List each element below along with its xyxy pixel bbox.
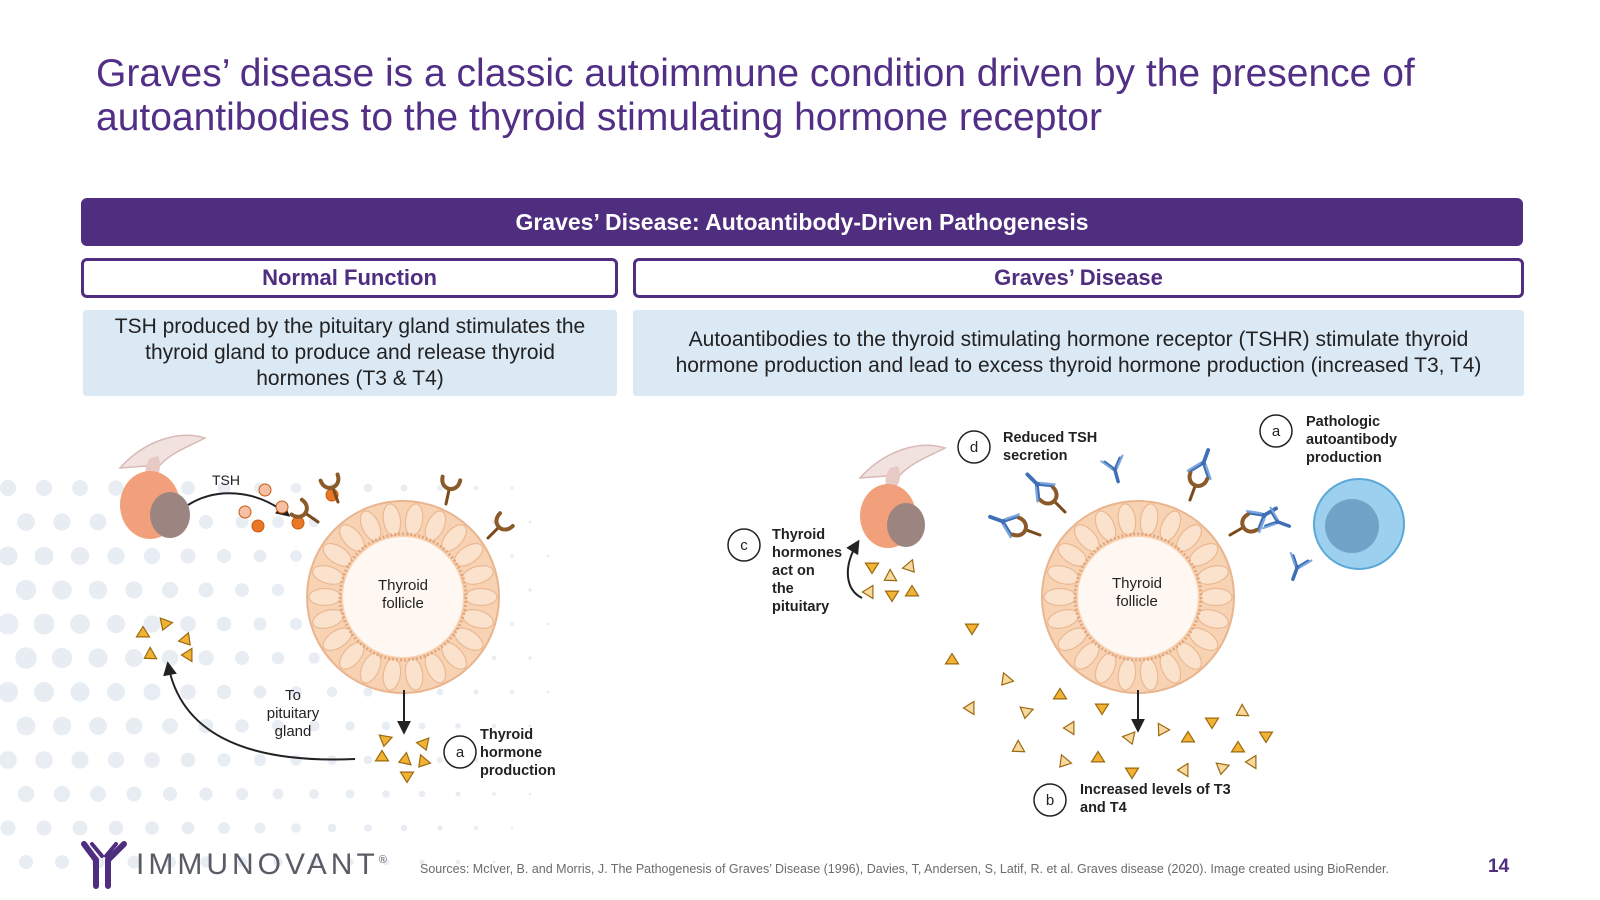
marker-d-text: d (970, 439, 978, 456)
tsh-to-follicle-arrow (187, 492, 291, 517)
normal-function-header: Normal Function (81, 258, 618, 298)
marker-b (1033, 783, 1067, 817)
to-pituitary-arrow (163, 661, 356, 761)
excess-thyroid-hormones (861, 558, 1274, 780)
graves-pituitary-gland (858, 444, 947, 548)
act-on-pituitary-label-4: the (772, 581, 794, 597)
tsh-receptors (289, 472, 515, 540)
normal-pituitary-gland (118, 434, 207, 539)
marker-c-text: c (740, 537, 748, 554)
sources-footnote: Sources: McIver, B. and Morris, J. The P… (420, 862, 1389, 876)
hormone-production-label-1: Thyroid (480, 727, 533, 743)
tshr-with-autoantibodies (988, 448, 1278, 539)
marker-a-normal-text: a (456, 744, 465, 761)
marker-b-text: b (1046, 792, 1054, 809)
page-number: 14 (1488, 856, 1510, 877)
tsh-label: TSH (212, 472, 240, 488)
logo-wordmark: IMMUNOVANT® (136, 848, 387, 881)
thyroid-follicle-normal (306, 500, 500, 694)
pathologic-label-2: autoantibody (1306, 432, 1397, 448)
increased-levels-label-1: Increased levels of T3 (1080, 782, 1231, 798)
marker-c (727, 528, 761, 562)
pathologic-label-3: production (1306, 450, 1382, 466)
reduced-tsh-label-1: Reduced TSH (1003, 430, 1097, 446)
to-pituitary-label-3: gland (275, 723, 312, 740)
free-autoantibodies (1100, 454, 1313, 582)
hormone-production-label-2: hormone (480, 745, 542, 761)
graves-follicle-label-line2: follicle (1116, 593, 1158, 610)
act-on-pituitary-label-3: act on (772, 563, 815, 579)
marker-a-graves (1259, 414, 1293, 448)
marker-a-graves-text: a (1272, 423, 1281, 440)
reduced-tsh-label-2: secretion (1003, 448, 1067, 464)
immunovant-logo-icon (81, 841, 127, 889)
marker-d (957, 430, 991, 464)
hormones-to-pituitary-arrow (846, 539, 863, 599)
marker-a-normal (443, 735, 477, 769)
act-on-pituitary-label-1: Thyroid (772, 527, 825, 543)
pathogenesis-diagram: TSH Thyroid follicle To pituitary gland … (118, 414, 1405, 817)
act-on-pituitary-label-5: pituitary (772, 599, 829, 615)
graves-disease-header: Graves’ Disease (633, 258, 1524, 298)
thyroid-follicle-graves (1041, 500, 1235, 694)
b-cell (1313, 478, 1405, 570)
graves-follicle-label-line1: Thyroid (1112, 575, 1162, 592)
graves-disease-description: Autoantibodies to the thyroid stimulatin… (633, 310, 1524, 396)
to-pituitary-label-2: pituitary (267, 705, 320, 722)
tsh-molecules (238, 483, 339, 533)
act-on-pituitary-label-2: hormones (772, 545, 842, 561)
normal-function-description: TSH produced by the pituitary gland stim… (83, 310, 617, 396)
slide-title: Graves’ disease is a classic autoimmune … (96, 52, 1415, 139)
thyroid-hormone-molecules (135, 617, 432, 784)
increased-levels-label-2: and T4 (1080, 800, 1127, 816)
follicle-label-line1: Thyroid (378, 577, 428, 594)
follicle-label-line2: follicle (382, 595, 424, 612)
immunovant-logo: IMMUNOVANT® (80, 838, 387, 892)
section-banner: Graves’ Disease: Autoantibody-Driven Pat… (81, 198, 1523, 246)
to-pituitary-label-1: To (285, 687, 301, 704)
hormone-production-label-3: production (480, 763, 556, 779)
pathologic-label-1: Pathologic (1306, 414, 1380, 430)
background-dot-pattern (0, 480, 550, 869)
